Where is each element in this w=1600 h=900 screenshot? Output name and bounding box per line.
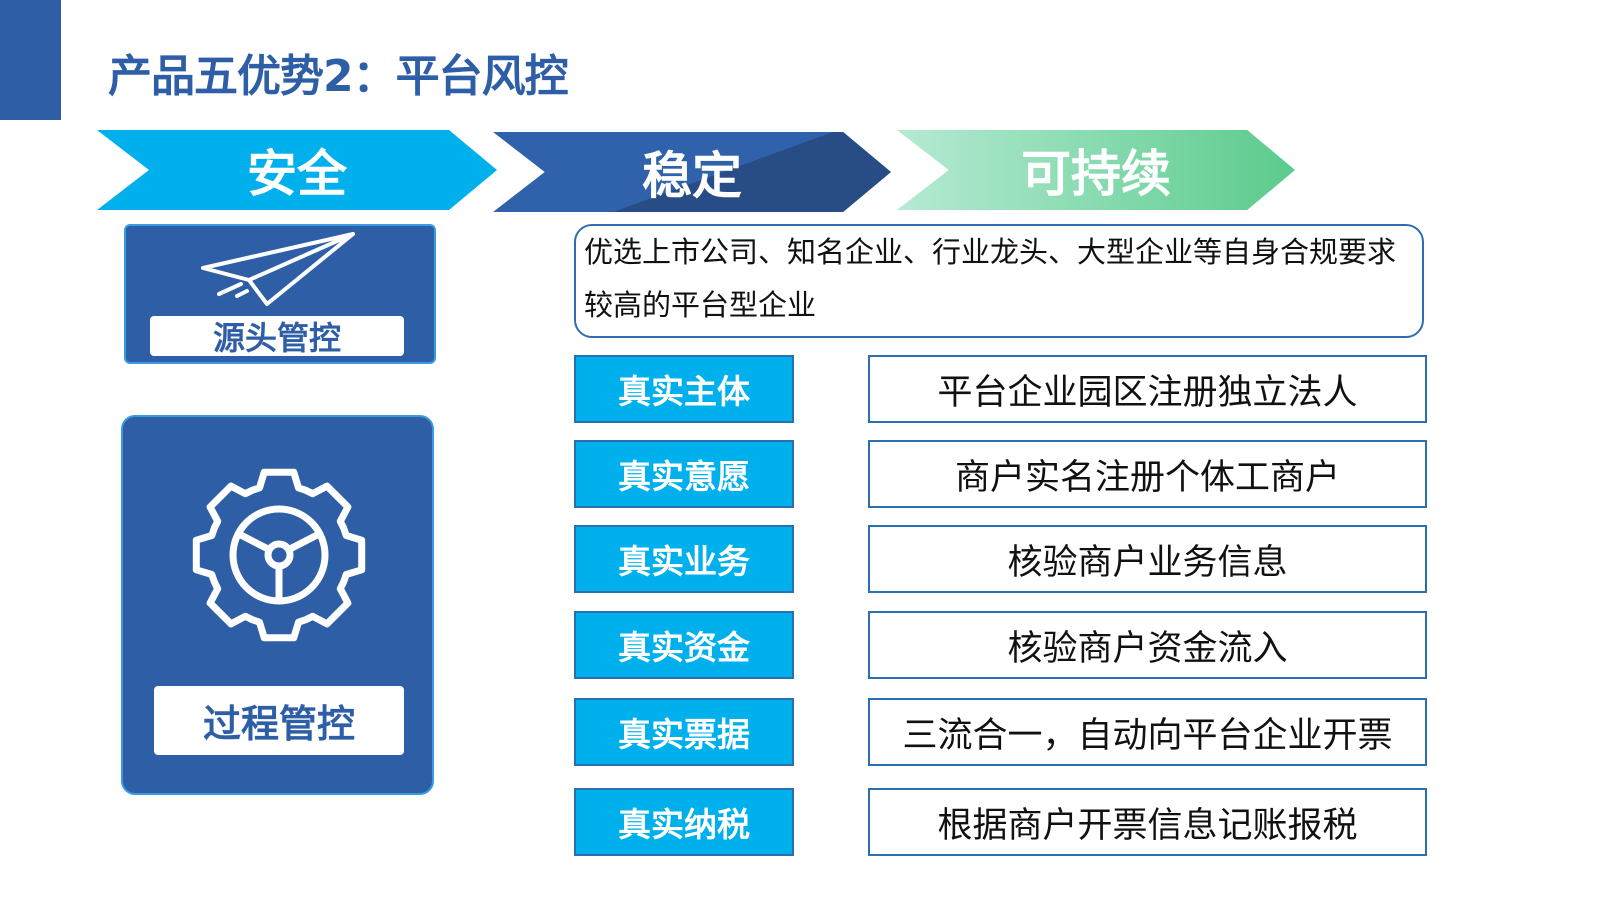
row-label: 真实票据: [574, 698, 794, 766]
row-label: 真实意愿: [574, 440, 794, 508]
row-value: 核验商户资金流入: [868, 611, 1427, 679]
gear-steering-icon: [192, 468, 366, 642]
source-control-label: 源头管控: [150, 316, 404, 357]
accent-bar: [0, 0, 61, 120]
row-label: 真实资金: [574, 611, 794, 679]
paper-plane-icon: [201, 232, 355, 306]
row-value: 平台企业园区注册独立法人: [868, 355, 1427, 423]
page-title: 产品五优势2：平台风控: [108, 51, 569, 102]
row-value: 根据商户开票信息记账报税: [868, 788, 1427, 856]
row-value: 核验商户业务信息: [868, 525, 1427, 593]
row-label: 真实业务: [574, 525, 794, 593]
row-label: 真实主体: [574, 355, 794, 423]
intro-text-box: 优选上市公司、知名企业、行业龙头、大型企业等自身合规要求较高的平台型企业: [574, 224, 1424, 338]
chevron-sustainable: 可持续: [897, 130, 1295, 210]
chevron-stability: 稳定: [493, 132, 891, 212]
row-value: 商户实名注册个体工商户: [868, 440, 1427, 508]
chevron-safety: 安全: [97, 130, 497, 210]
row-label: 真实纳税: [574, 788, 794, 856]
row-value: 三流合一，自动向平台企业开票: [868, 698, 1427, 766]
process-control-label: 过程管控: [154, 686, 404, 755]
